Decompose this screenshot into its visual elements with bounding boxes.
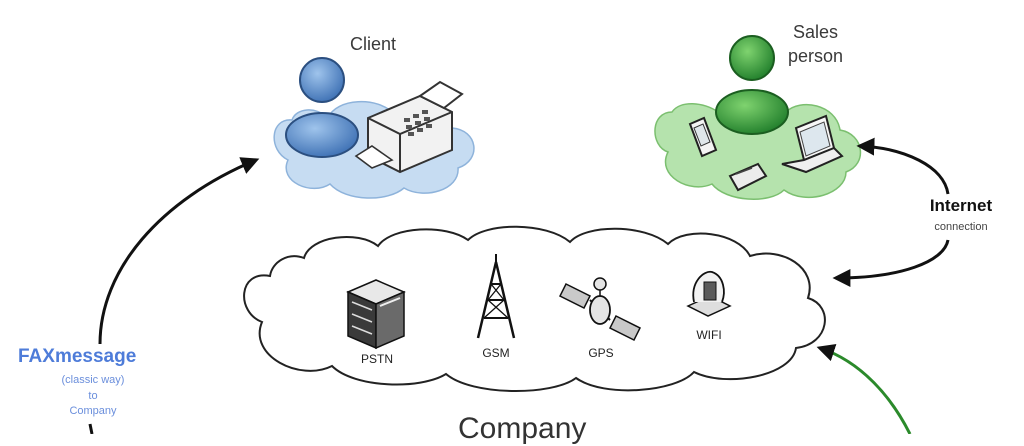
sales-person-label-line2: person — [788, 46, 844, 66]
diagram-canvas — [88, 35, 950, 434]
fax-message-label: FAXmessage — [18, 346, 137, 367]
client-person-icon — [285, 57, 359, 158]
wifi-label: WIFI — [696, 328, 722, 342]
laptop-icon — [781, 114, 844, 174]
sales-person-icon — [715, 35, 789, 135]
pstn-server-icon — [346, 279, 406, 350]
internet-label: Internet — [929, 196, 993, 215]
company-label: Company — [458, 412, 587, 445]
wifi-router-icon — [686, 270, 732, 317]
sales-person-label-line1: Sales — [793, 22, 839, 42]
mobile-phone-icon — [728, 162, 768, 192]
internet-to-company-arrow — [832, 239, 950, 287]
sales-person-label: Sales person — [788, 20, 843, 68]
gsm-antenna-tower-icon — [476, 254, 516, 339]
internet-to-sales-arrow — [856, 137, 950, 195]
gps-label: GPS — [588, 346, 614, 360]
gps-satellite-icon — [558, 277, 642, 342]
fax-sub-line3: Company — [69, 405, 117, 417]
company-cloud — [243, 225, 826, 393]
client-label: Client — [350, 34, 397, 54]
fax-sub-line2: to — [88, 390, 98, 402]
internet-sublabel: connection — [934, 221, 988, 233]
fax-sub-line1: (classic way) — [61, 374, 125, 386]
fax-down-arrow — [88, 423, 94, 434]
company-green-arrow — [816, 344, 912, 434]
pda-icon — [688, 116, 718, 158]
pstn-label: PSTN — [360, 352, 393, 366]
gsm-label: GSM — [482, 346, 510, 360]
fax-to-client-arrow — [98, 157, 260, 345]
fax-machine-icon — [354, 80, 464, 174]
